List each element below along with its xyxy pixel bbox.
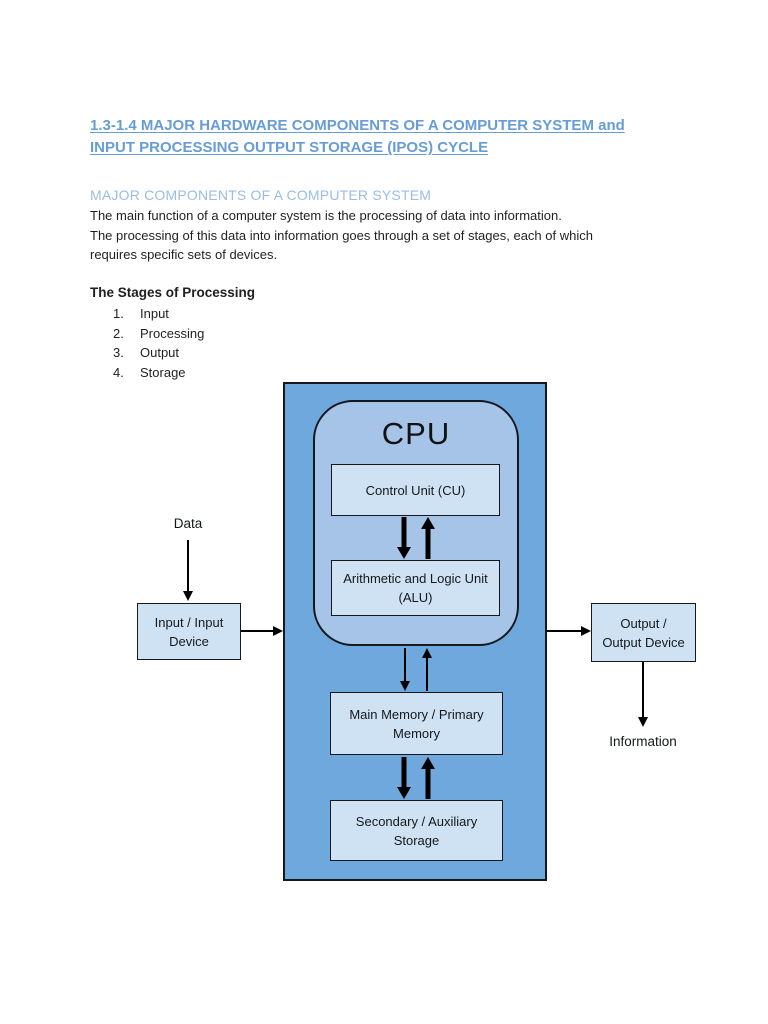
right-arrow-input-to-system	[241, 623, 283, 639]
main-memory-label-line2: Memory	[393, 725, 440, 741]
alu-box: Arithmetic and Logic Unit (ALU)	[331, 560, 500, 616]
control-unit-label: Control Unit (CU)	[365, 482, 466, 498]
input-device-box: Input / Input Device	[137, 603, 241, 660]
stage-item-processing: 2. Processing	[90, 324, 204, 344]
down-arrow-data-to-input	[180, 540, 196, 601]
document-title-line1[interactable]: 1.3-1.4 MAJOR HARDWARE COMPONENTS OF A C…	[90, 117, 625, 134]
down-arrow-cu-to-alu	[396, 517, 412, 559]
stage-number: 4.	[113, 364, 124, 380]
main-memory-label-line1: Main Memory / Primary	[349, 706, 484, 722]
stage-number: 3.	[113, 345, 124, 361]
paragraph-line2: The processing of this data into informa…	[90, 227, 593, 243]
document-title-line2[interactable]: INPUT PROCESSING OUTPUT STORAGE (IPOS) C…	[90, 139, 489, 156]
output-device-box: Output / Output Device	[591, 603, 696, 662]
stage-item-output: 3. Output	[90, 343, 204, 363]
stage-label: Input	[140, 306, 169, 322]
up-arrow-main-memory-to-cpu	[419, 648, 435, 691]
down-arrow-main-memory-to-secondary	[396, 757, 412, 799]
stages-list: 1. Input 2. Processing 3. Output 4. Stor…	[90, 304, 204, 382]
right-arrow-system-to-output	[547, 623, 591, 639]
stage-label: Storage	[140, 364, 186, 380]
stage-item-input: 1. Input	[90, 304, 204, 324]
output-device-label-line2: Output Device	[602, 634, 685, 650]
control-unit-box: Control Unit (CU)	[331, 464, 500, 516]
secondary-storage-label-line1: Secondary / Auxiliary	[355, 813, 478, 829]
section-heading: MAJOR COMPONENTS OF A COMPUTER SYSTEM	[90, 187, 432, 203]
data-label: Data	[173, 516, 203, 531]
document-title-link[interactable]: 1.3-1.4 MAJOR HARDWARE COMPONENTS OF A C…	[90, 115, 650, 159]
input-device-label-line1: Input / Input	[154, 614, 224, 630]
up-arrow-alu-to-cu	[420, 517, 436, 559]
down-arrow-output-to-information	[635, 662, 651, 727]
stage-item-storage: 4. Storage	[90, 363, 204, 383]
stage-number: 2.	[113, 325, 124, 341]
stage-label: Output	[140, 345, 180, 361]
alu-label-line1: Arithmetic and Logic Unit	[343, 571, 488, 586]
input-device-label-line2: Device	[169, 633, 209, 649]
up-arrow-secondary-to-main-memory	[420, 757, 436, 799]
secondary-storage-box: Secondary / Auxiliary Storage	[330, 800, 503, 861]
cpu-label: CPU	[381, 416, 451, 451]
paragraph-line3: requires specific sets of devices.	[90, 247, 278, 262]
stage-label: Processing	[140, 325, 205, 341]
intro-paragraph: The main function of a computer system i…	[90, 206, 593, 265]
alu-label-line2: (ALU)	[398, 590, 433, 605]
down-arrow-cpu-to-main-memory	[397, 648, 413, 691]
main-memory-box: Main Memory / Primary Memory	[330, 692, 503, 755]
stages-heading: The Stages of Processing	[90, 285, 256, 300]
secondary-storage-label-line2: Storage	[393, 832, 440, 848]
information-label: Information	[609, 734, 677, 749]
stage-number: 1.	[113, 306, 124, 322]
output-device-label-line1: Output /	[620, 615, 667, 631]
paragraph-line1: The main function of a computer system i…	[90, 208, 562, 223]
